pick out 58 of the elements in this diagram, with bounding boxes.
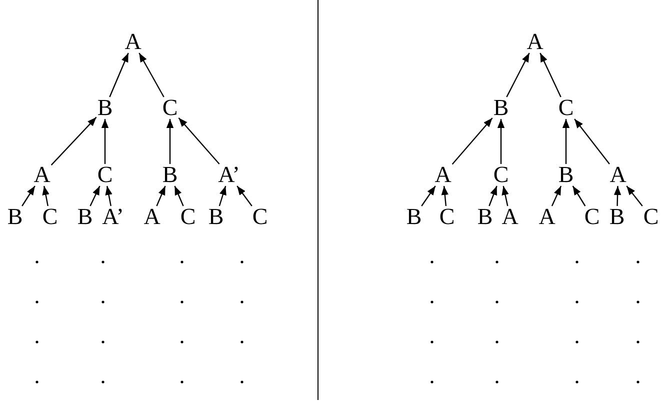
tree-node-label: B [608,206,626,228]
arrow [572,186,586,206]
tree-node-label: A [124,31,142,53]
arrow [156,186,166,206]
arrow [109,52,129,98]
arrow [551,186,562,206]
tree-node-label: C [161,97,179,119]
tree-node-label: B [207,206,225,228]
arrow [42,186,50,206]
arrow [236,186,252,206]
tree-node-label: B [6,206,24,228]
tree-node-label: B [492,97,510,119]
tree-node-label: C [492,164,510,186]
tree-node-label: C [179,206,197,228]
tree-node-label: A [142,206,162,228]
tree-node-label: B [405,206,423,228]
arrow [22,186,36,206]
tree-node-label: B [161,164,179,186]
tree-node-label: A [434,164,452,186]
arrow [105,186,112,206]
arrow [614,186,622,206]
tree-node-label: C [583,206,601,228]
tree-node-label: A’ [217,164,241,186]
arrow [540,52,562,98]
tree-node-label: C [438,206,456,228]
arrow [178,117,220,164]
tree-node-label: A [538,206,556,228]
arrow [166,119,174,164]
arrow [506,52,530,98]
tree-node-label: B [76,206,94,228]
tree-node-label: B [96,97,114,119]
tree-node-label: A [500,206,520,228]
tree-node-label: A [32,164,52,186]
arrow [101,119,109,164]
arrow [138,52,164,98]
arrow [174,186,184,206]
arrow [452,118,493,165]
arrow [488,186,498,206]
tree-node-label: A [608,164,628,186]
arrow [502,186,509,206]
arrow [441,186,448,206]
tree-node-label: A [526,31,544,53]
tree-node-label: B [557,164,575,186]
arrow [497,119,505,164]
arrow [50,116,97,166]
arrow [90,186,100,206]
tree-node-label: C [557,97,575,119]
tree-node-label: C [251,206,269,228]
arrow [421,186,436,206]
tree-node-label: C [96,164,114,186]
tree-node-label: C [41,206,59,228]
tree-node-label: B [476,206,494,228]
arrow [562,119,570,164]
arrow [574,118,610,164]
arrow [626,186,643,206]
arrow [218,186,226,206]
tree-node-label: A’ [101,206,125,228]
tree-node-label: C [642,206,660,228]
